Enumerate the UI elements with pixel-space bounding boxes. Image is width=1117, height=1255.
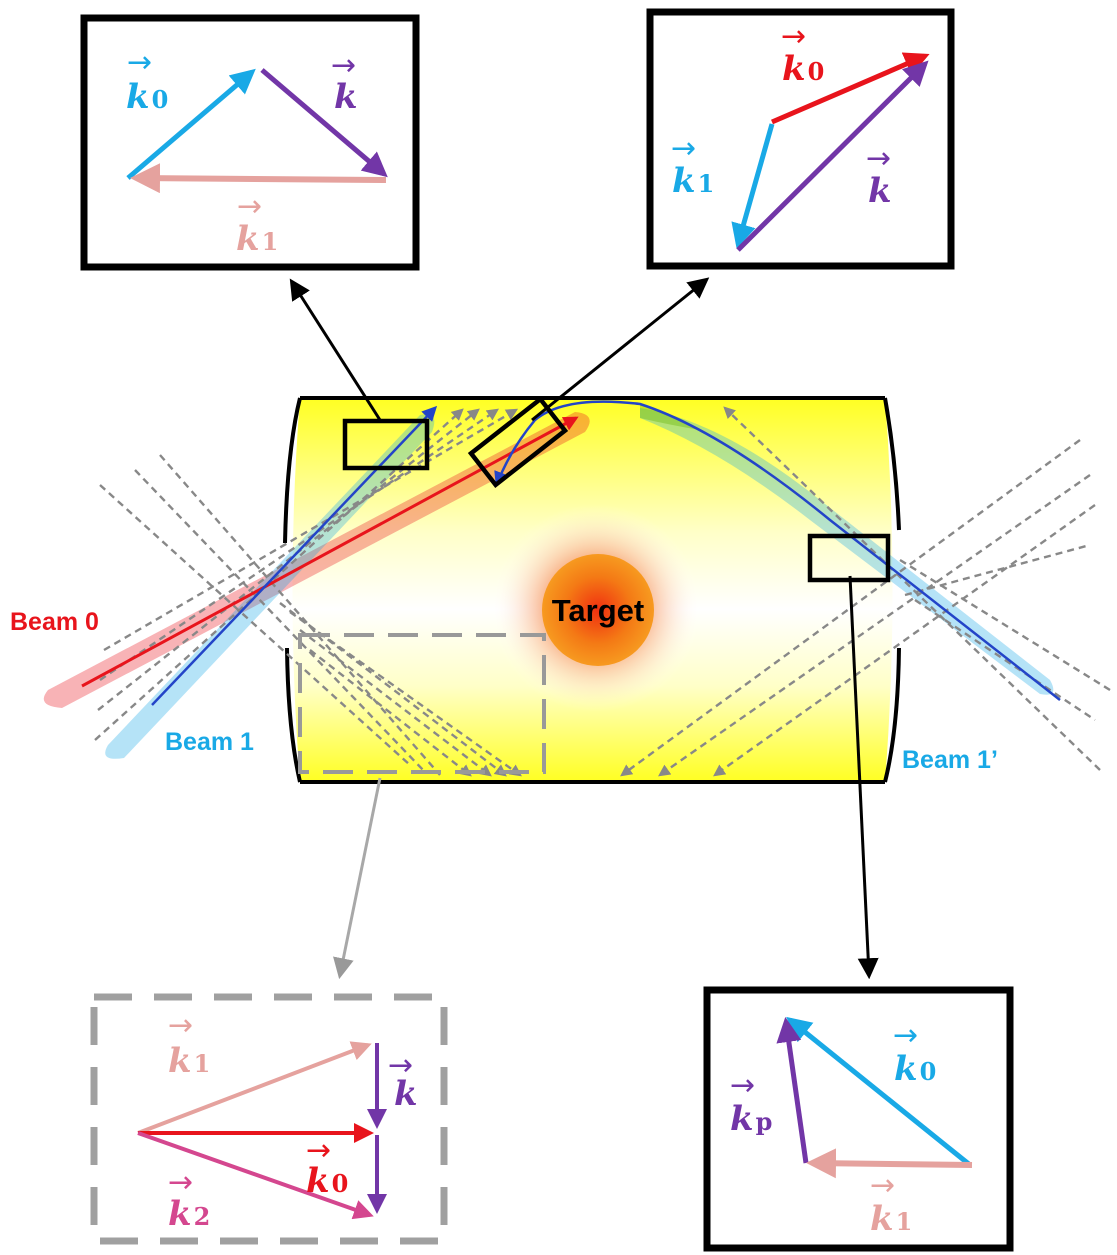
- svg-text:→: →: [671, 131, 696, 166]
- svg-text:→: →: [870, 1168, 895, 1203]
- inset-bottom-right: → k0 → kp → k1: [703, 986, 1014, 1252]
- label-k0-letter: k: [126, 77, 150, 117]
- inset-bottom-left: → k1 → k → k0 → k2: [90, 993, 448, 1245]
- connector-bottom-right: [848, 575, 879, 980]
- label-k1-letter: k: [168, 1041, 192, 1081]
- vector-k2: [137, 1131, 374, 1220]
- svg-text:→: →: [306, 1133, 331, 1168]
- vector-kp: [776, 1017, 809, 1164]
- label-kp-sub: p: [756, 1107, 773, 1136]
- connector-bottom-left: [333, 777, 382, 980]
- beam-1-label: Beam 1: [165, 728, 254, 756]
- label-k1-letter: k: [672, 161, 696, 201]
- vector-k1: [806, 1148, 973, 1179]
- vector-k: [736, 60, 929, 252]
- beam-1-prime-ray: [494, 400, 1061, 701]
- label-k1-letter: k: [870, 1199, 894, 1239]
- label-k1-sub: 1: [896, 1207, 913, 1236]
- svg-text:k1: k1: [672, 161, 714, 201]
- svg-text:kp: kp: [730, 1099, 772, 1139]
- label-k1-sub: 1: [698, 169, 715, 198]
- svg-text:k0: k0: [306, 1161, 348, 1201]
- vector-k: [260, 68, 388, 178]
- label-k2-letter: k: [168, 1194, 192, 1234]
- beam-1-prime-label: Beam 1’: [902, 746, 998, 774]
- svg-text:→: →: [127, 45, 152, 80]
- label-k0-sub: 0: [152, 85, 169, 114]
- svg-text:→: →: [781, 19, 806, 54]
- vector-k1: [130, 163, 387, 194]
- vector-k0: [771, 52, 930, 125]
- label-k0-sub: 0: [808, 57, 825, 86]
- region-box-top-right: [467, 395, 569, 489]
- svg-text:k0: k0: [894, 1049, 936, 1089]
- vector-k0: [786, 1016, 972, 1167]
- region-box-lower-left: [298, 633, 546, 774]
- connector-top-left: [289, 278, 382, 421]
- region-box-top-left: [342, 418, 430, 471]
- vector-k1: [137, 1041, 372, 1135]
- svg-text:→: →: [388, 1048, 413, 1083]
- label-k: k: [334, 77, 358, 117]
- label-k1-sub: 1: [194, 1049, 211, 1078]
- refracted-rays: [94, 406, 1111, 777]
- label-kp-letter: k: [730, 1099, 754, 1139]
- svg-text:k2: k2: [168, 1194, 210, 1234]
- label-k2-sub: 2: [194, 1202, 211, 1231]
- svg-text:k0: k0: [782, 49, 824, 89]
- label-k0-sub: 0: [920, 1057, 937, 1086]
- label-k: k: [868, 171, 892, 211]
- label-k1-sub: 1: [262, 227, 279, 256]
- inset-top-right: → k0 → k1 → k: [646, 8, 955, 270]
- svg-text:k1: k1: [236, 219, 278, 259]
- svg-text:→: →: [893, 1018, 918, 1053]
- beam-0-ray: [81, 416, 579, 688]
- svg-text:→: →: [866, 141, 891, 176]
- svg-text:→: →: [331, 48, 356, 83]
- svg-text:→: →: [237, 189, 262, 224]
- label-k: k: [394, 1074, 418, 1114]
- svg-text:k1: k1: [870, 1199, 912, 1239]
- connector-top-right: [531, 277, 710, 422]
- beam-1-ray: [151, 405, 438, 706]
- beam-0-label: Beam 0: [10, 608, 99, 636]
- label-k0-letter: k: [894, 1049, 918, 1089]
- svg-text:→: →: [168, 1008, 193, 1043]
- svg-text:k1: k1: [168, 1041, 210, 1081]
- label-k0-sub: 0: [332, 1169, 349, 1198]
- inset-top-left: → k0 → k → k1: [80, 14, 420, 271]
- vector-k1: [731, 123, 775, 249]
- label-k0-letter: k: [782, 49, 806, 89]
- label-k1-letter: k: [236, 219, 260, 259]
- svg-text:k0: k0: [126, 77, 168, 117]
- label-k0-letter: k: [306, 1161, 330, 1201]
- svg-text:→: →: [168, 1165, 193, 1200]
- vector-k0: [126, 68, 256, 180]
- svg-text:→: →: [730, 1068, 755, 1103]
- target-label: Target: [552, 593, 644, 628]
- target-capsule: [542, 554, 654, 666]
